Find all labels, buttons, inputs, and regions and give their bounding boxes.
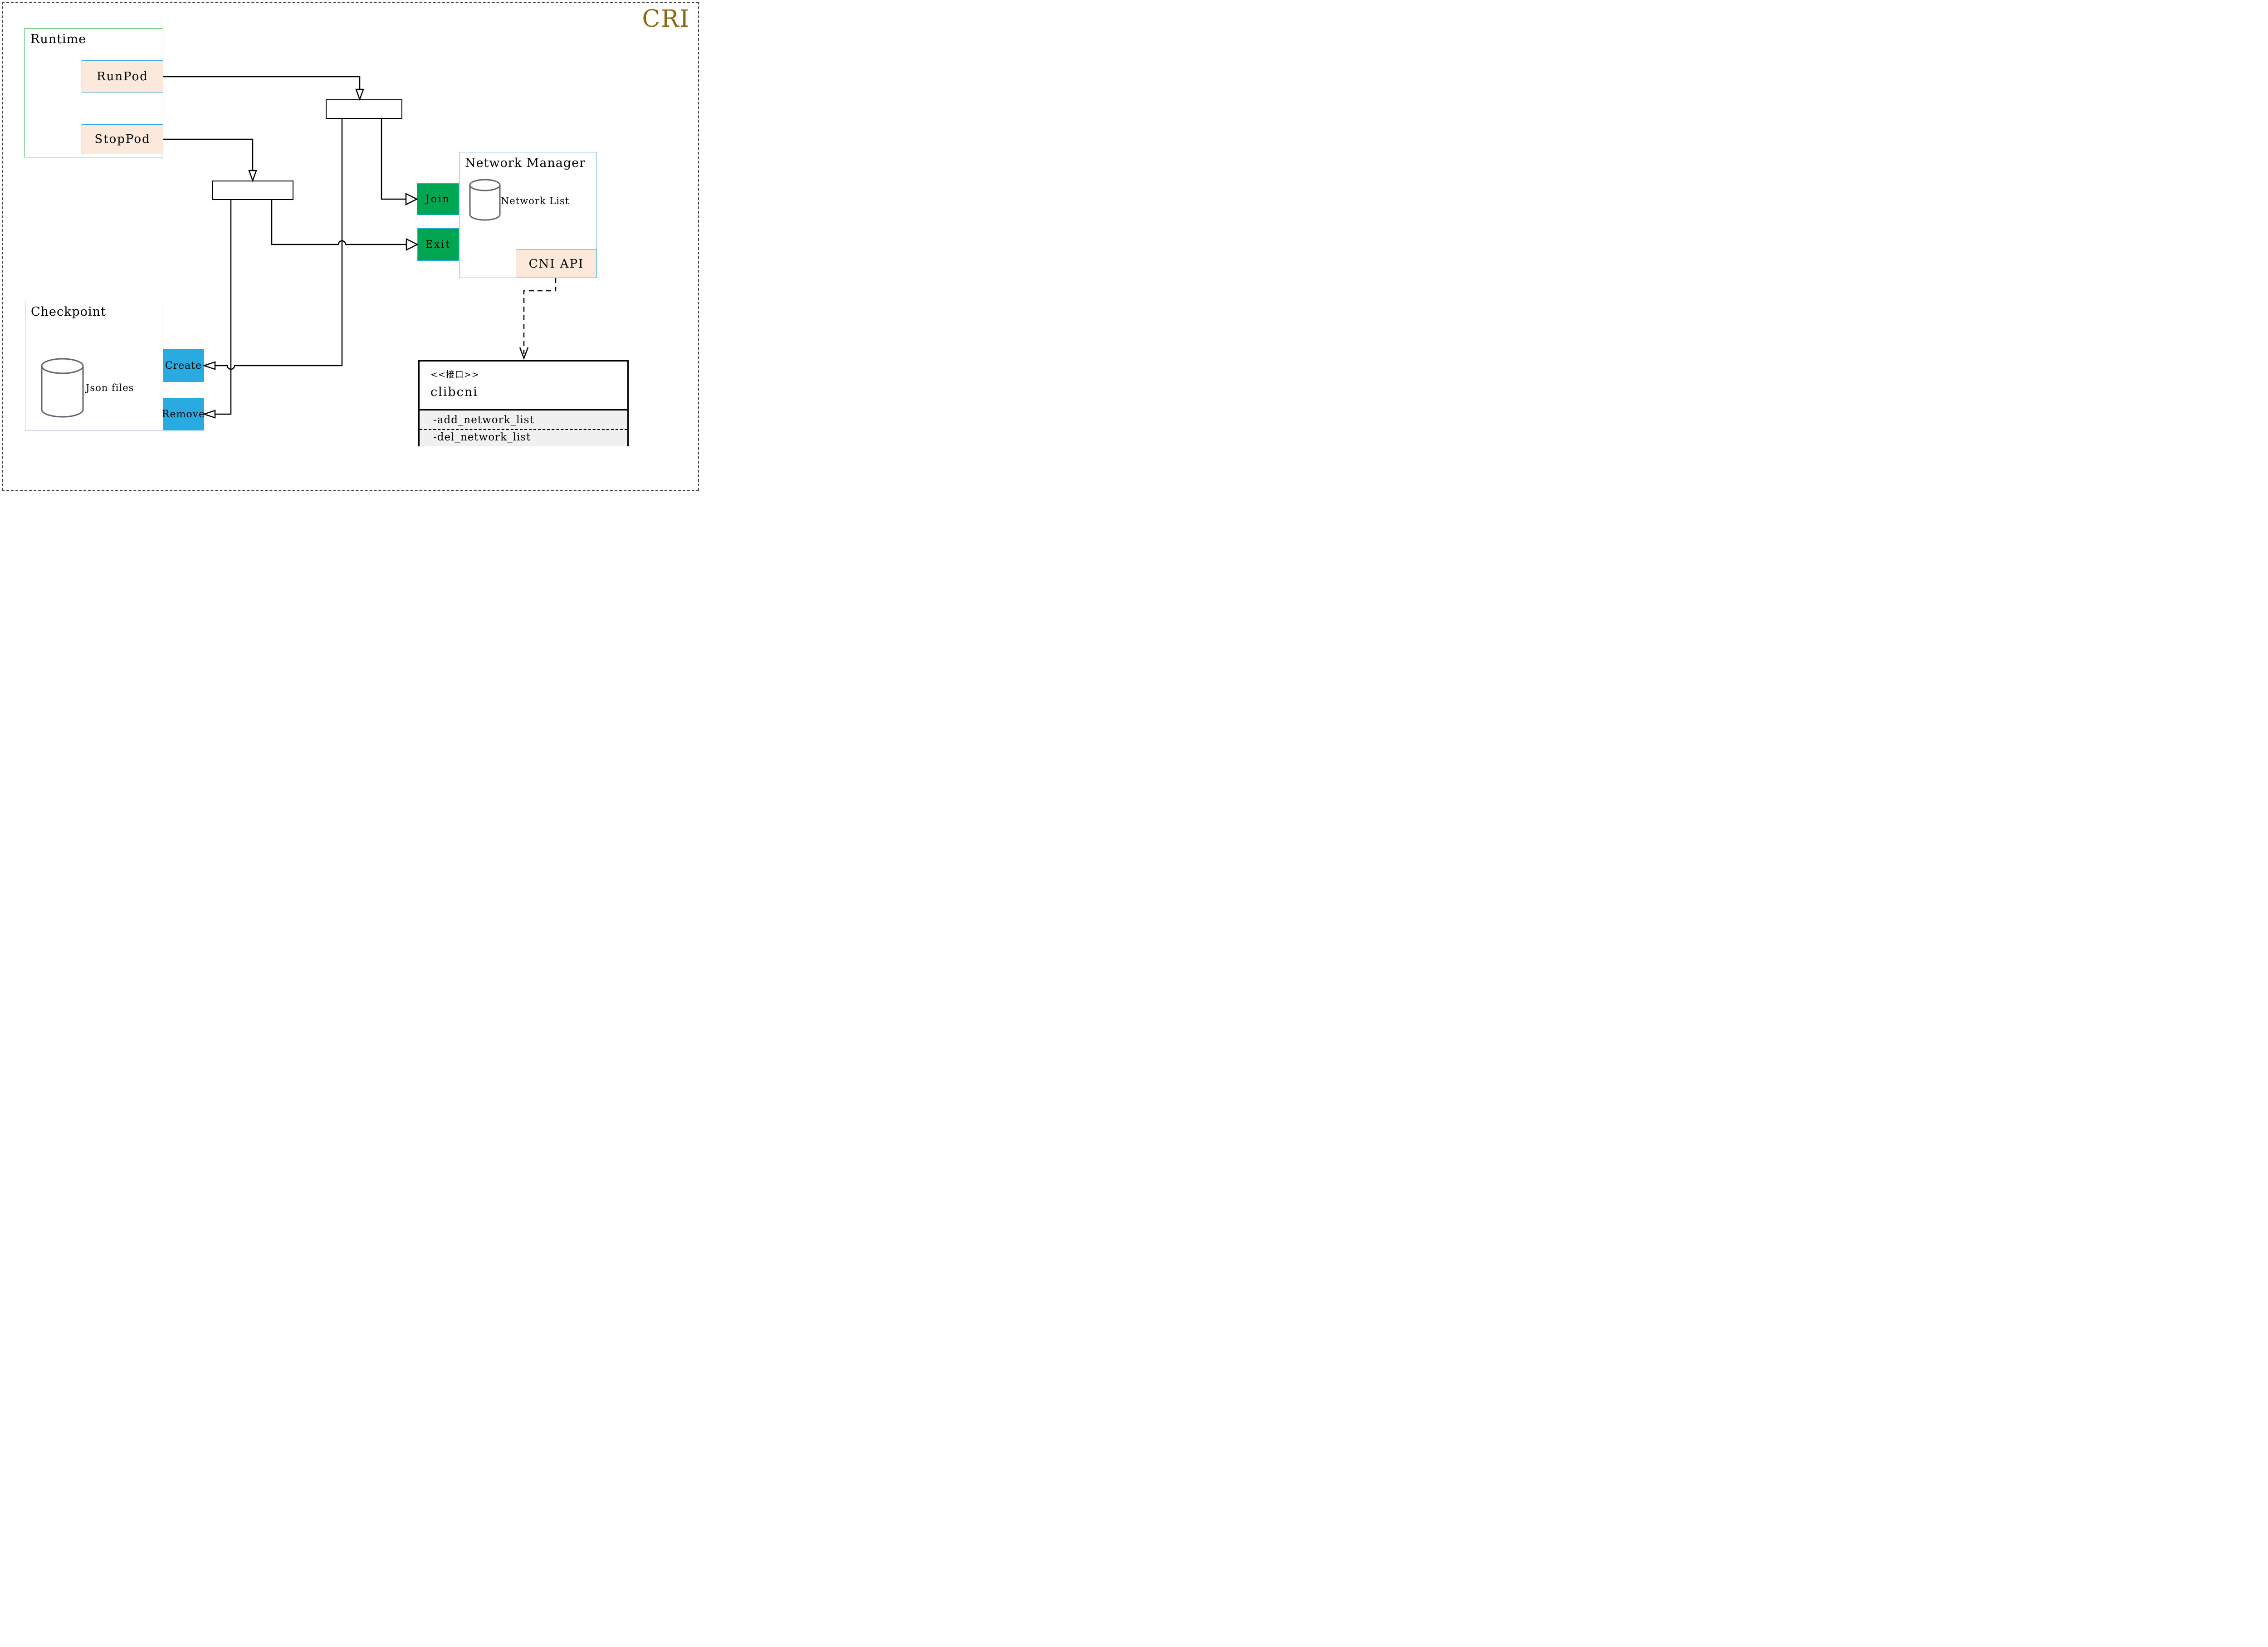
- exit-node: Exit: [417, 228, 459, 261]
- cni-api-node-label: CNI API: [528, 257, 584, 271]
- flow-bar-stoppod: [212, 181, 293, 200]
- clibcni-interface-box: <<接口>> clibcni -add_network_list -del_ne…: [418, 360, 629, 446]
- runtime-box-label: Runtime: [30, 32, 87, 46]
- method-add-network-list: -add_network_list: [433, 414, 534, 426]
- network-manager-box-label: Network Manager: [465, 156, 586, 170]
- create-node: Create: [163, 349, 204, 382]
- diagram-border: [2, 2, 699, 491]
- create-node-label: Create: [165, 360, 202, 371]
- join-node: Join: [417, 183, 459, 215]
- network-list-label: Network List: [501, 195, 570, 206]
- interface-name-label: clibcni: [430, 385, 478, 399]
- interface-stereotype-label: <<接口>>: [430, 370, 479, 380]
- cni-api-node: CNI API: [516, 249, 597, 278]
- method-divider: [420, 429, 627, 430]
- diagram-canvas: CRI Runtime RunPod StopPod Network Manag…: [0, 0, 701, 493]
- runpod-node: RunPod: [82, 60, 163, 93]
- checkpoint-box: Checkpoint: [25, 301, 163, 430]
- clibcni-header: <<接口>> clibcni: [420, 362, 627, 411]
- join-node-label: Join: [425, 193, 451, 205]
- method-del-network-list: -del_network_list: [433, 431, 531, 443]
- flow-bar-runpod: [326, 99, 402, 119]
- stoppod-node: StopPod: [82, 124, 163, 154]
- stoppod-node-label: StopPod: [94, 132, 151, 146]
- runpod-node-label: RunPod: [97, 70, 148, 83]
- remove-node: Remove: [161, 398, 205, 430]
- json-files-label: Json files: [86, 382, 134, 393]
- clibcni-methods-section: -add_network_list -del_network_list: [420, 411, 627, 446]
- checkpoint-box-label: Checkpoint: [31, 305, 106, 319]
- exit-node-label: Exit: [425, 239, 451, 250]
- diagram-title: CRI: [642, 5, 690, 33]
- remove-node-label: Remove: [161, 408, 205, 420]
